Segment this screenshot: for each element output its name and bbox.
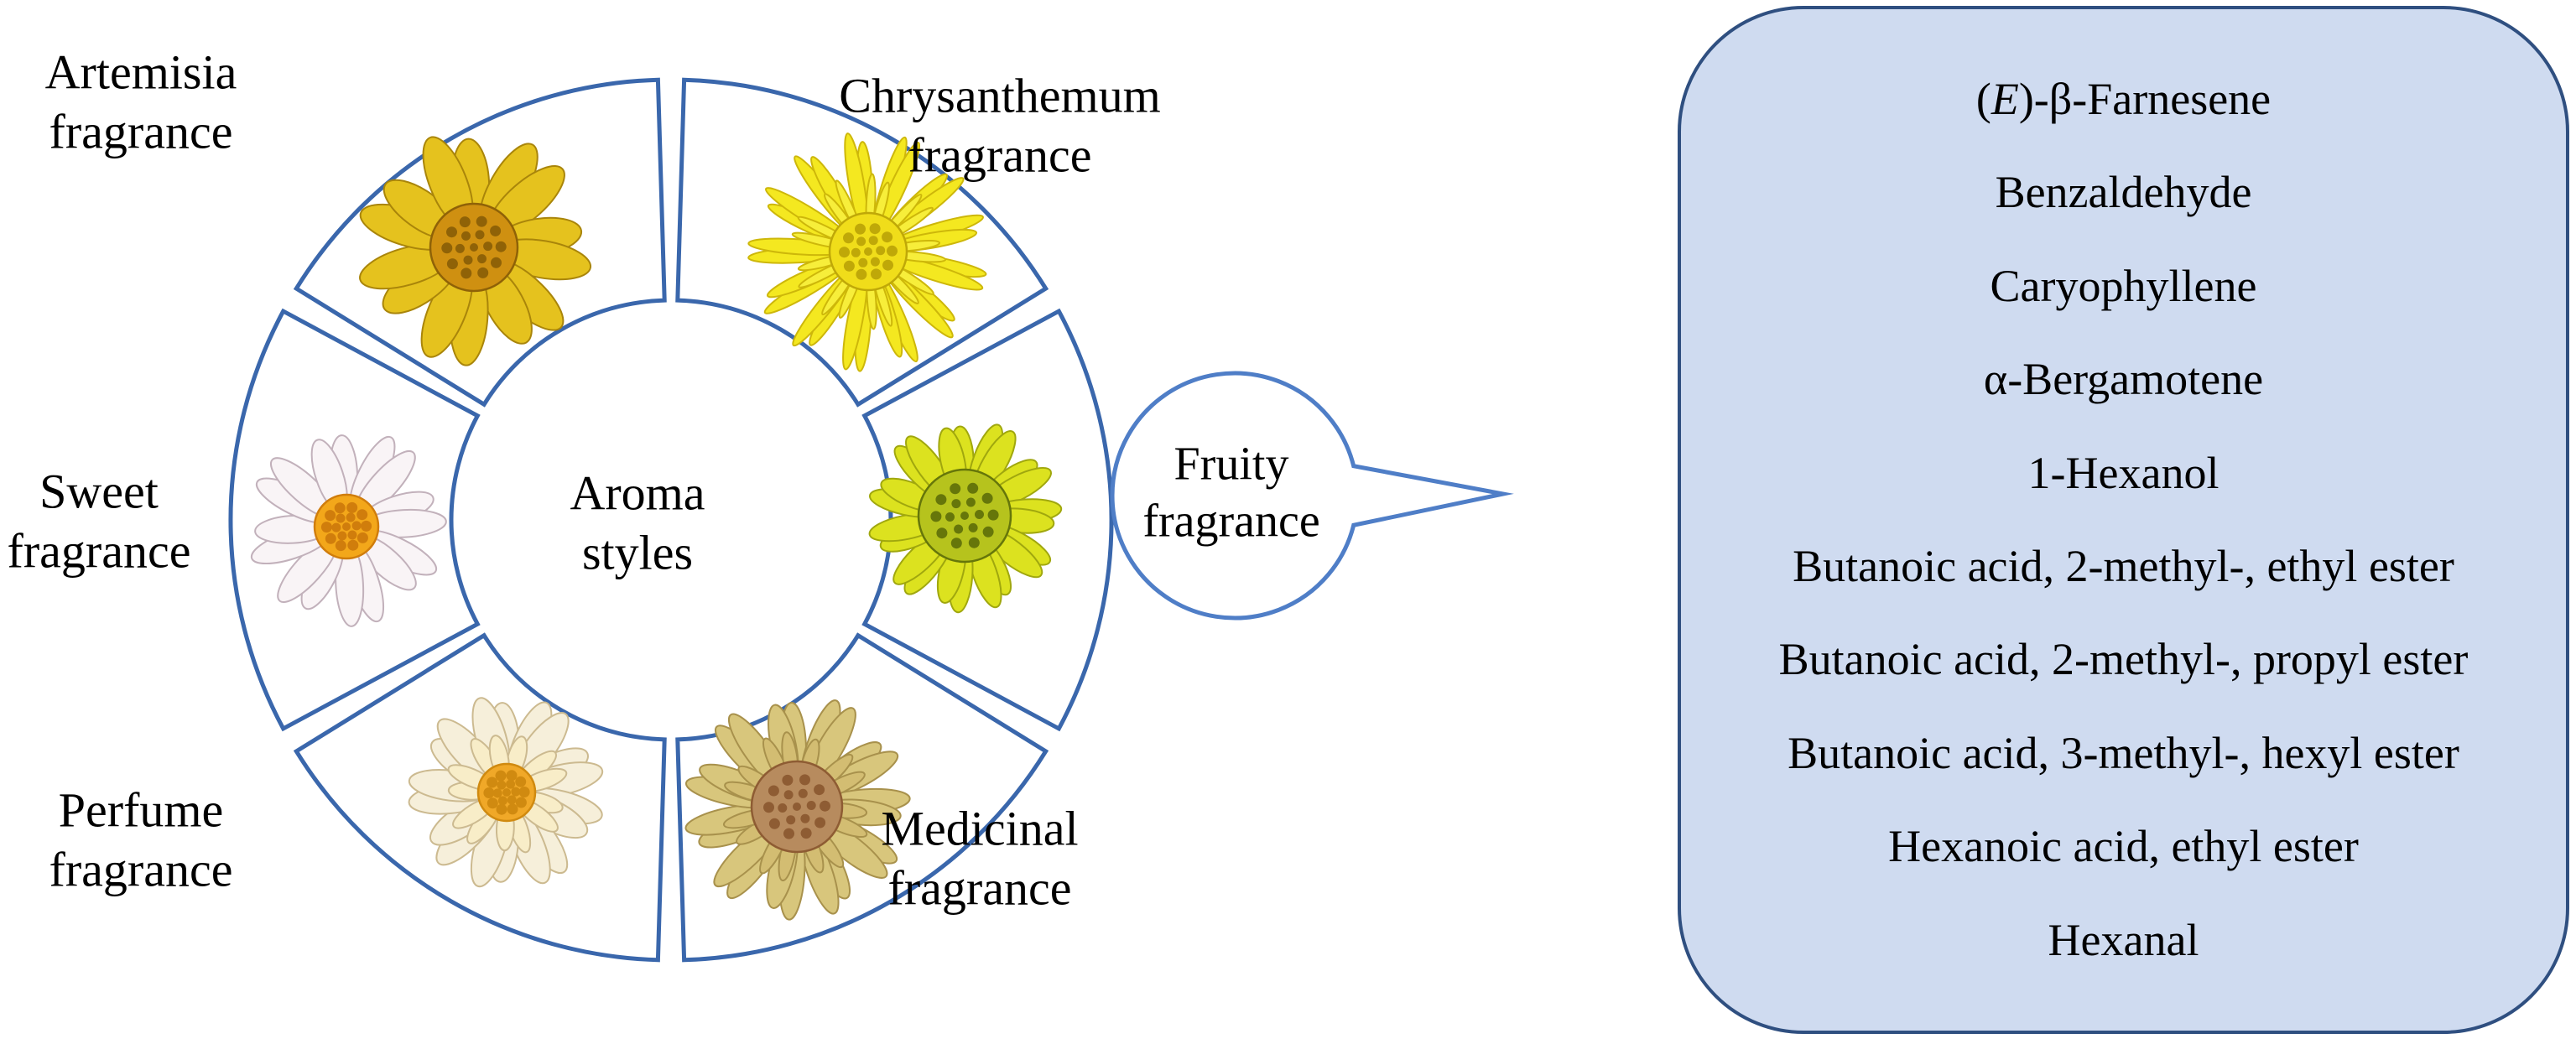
medicinal-flower-image bbox=[684, 699, 911, 921]
artemisia-flower-image bbox=[359, 136, 592, 366]
compound-item: Butanoic acid, 2-methyl-, ethyl ester bbox=[1793, 540, 2454, 591]
compound-item: Hexanal bbox=[2048, 914, 2199, 965]
fruity-fragrance-callout-label: Fruity fragrance bbox=[1142, 438, 1320, 548]
compound-item: Hexanoic acid, ethyl ester bbox=[1888, 821, 2359, 872]
chrysanthemum-flower-image bbox=[747, 132, 987, 372]
artemisia-fragrance-label: Artemisia fragrance bbox=[44, 44, 237, 158]
fruity-flower-image bbox=[868, 423, 1063, 614]
compound-item: 1-Hexanol bbox=[2027, 447, 2220, 498]
compound-item: Butanoic acid, 3-methyl-, hexyl ester bbox=[1788, 727, 2459, 778]
aroma-styles-center-label: Aroma styles bbox=[570, 465, 705, 579]
perfume-fragrance-label: Perfume fragrance bbox=[49, 782, 233, 896]
fruity-callout-bubble bbox=[1110, 371, 1514, 621]
sweet-fragrance-label: Sweet fragrance bbox=[7, 464, 191, 578]
perfume-flower-image bbox=[408, 697, 604, 888]
compound-item: α-Bergamotene bbox=[1983, 354, 2264, 405]
compound-item: Benzaldehyde bbox=[1995, 167, 2252, 218]
compound-item: (E)-β-Farnesene bbox=[1975, 74, 2272, 124]
chrysanthemum-fragrance-label: Chrysanthemum fragrance bbox=[839, 68, 1161, 182]
sweet-flower-image bbox=[250, 434, 447, 627]
medicinal-fragrance-label: Medicinal fragrance bbox=[881, 801, 1079, 915]
compound-item: Caryophyllene bbox=[1990, 260, 2257, 311]
compound-item: Butanoic acid, 2-methyl-, propyl ester bbox=[1778, 634, 2469, 685]
